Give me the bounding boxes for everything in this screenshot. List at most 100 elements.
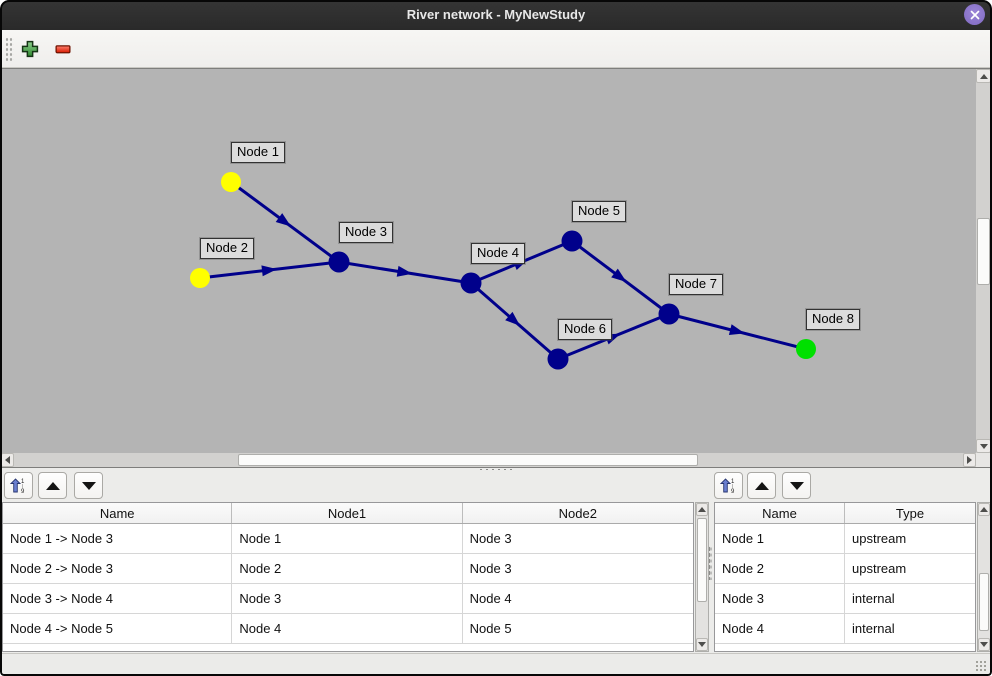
node-label[interactable]: Node 1	[231, 142, 285, 163]
scrollbar-thumb[interactable]	[697, 518, 707, 602]
network-diagram	[190, 172, 816, 370]
scroll-right-button[interactable]	[963, 453, 976, 467]
table-cell[interactable]: internal	[852, 621, 895, 636]
network-edge[interactable]	[338, 260, 472, 285]
scroll-down-button[interactable]	[696, 638, 708, 651]
sort-ascending-icon: 1 9	[10, 478, 25, 494]
network-node[interactable]	[547, 348, 569, 370]
network-node[interactable]	[190, 268, 210, 288]
network-node[interactable]	[561, 230, 583, 252]
column-header-node2[interactable]: Node2	[558, 505, 597, 521]
scroll-down-button[interactable]	[976, 439, 991, 453]
network-node[interactable]	[658, 303, 680, 325]
table-cell[interactable]: Node 2 -> Node 3	[3, 554, 233, 583]
table-cell[interactable]: Node 1 -> Node 3	[3, 524, 233, 553]
scroll-down-button[interactable]	[978, 638, 990, 651]
canvas-vertical-scrollbar[interactable]	[976, 69, 991, 453]
table-row[interactable]: Node 2 upstream	[715, 554, 975, 584]
table-row[interactable]: Node 3 internal	[715, 584, 975, 614]
main-toolbar	[0, 30, 992, 68]
table-cell[interactable]: upstream	[852, 561, 907, 576]
table-cell[interactable]: Node 5	[469, 621, 512, 636]
table-cell[interactable]: internal	[852, 591, 895, 606]
column-header-type[interactable]: Type	[895, 505, 925, 521]
network-edge[interactable]	[668, 312, 807, 351]
table-cell[interactable]: Node 3	[232, 584, 463, 613]
nodes-table-scrollbar[interactable]	[977, 502, 991, 652]
scrollbar-corner	[976, 453, 991, 467]
nodes-move-down-button[interactable]	[782, 472, 811, 499]
network-node[interactable]	[796, 339, 816, 359]
nodes-move-up-button[interactable]	[747, 472, 776, 499]
table-cell[interactable]: Node 1	[232, 524, 463, 553]
edges-move-down-button[interactable]	[74, 472, 103, 499]
node-label[interactable]: Node 4	[471, 243, 525, 264]
toolbar-drag-handle[interactable]	[5, 37, 14, 62]
scroll-up-button[interactable]	[978, 503, 990, 516]
column-header-name[interactable]: Name	[715, 503, 845, 523]
table-cell[interactable]: Node 3	[715, 584, 845, 613]
edges-move-up-button[interactable]	[38, 472, 67, 499]
table-cell[interactable]: Node 2	[715, 554, 845, 583]
table-row[interactable]: Node 1 upstream	[715, 524, 975, 554]
node-label[interactable]: Node 7	[669, 274, 723, 295]
table-cell[interactable]: Node 1	[715, 524, 845, 553]
canvas-table-splitter[interactable]	[478, 468, 514, 472]
scroll-up-button[interactable]	[976, 69, 991, 83]
table-cell[interactable]: Node 3	[469, 531, 512, 546]
close-icon	[970, 10, 979, 19]
node-label[interactable]: Node 8	[806, 309, 860, 330]
edge-arrowhead-icon	[396, 265, 413, 277]
table-cell[interactable]: Node 3	[469, 561, 512, 576]
node-label[interactable]: Node 3	[339, 222, 393, 243]
column-header-name[interactable]: Name	[3, 503, 233, 523]
table-cell[interactable]: Node 4	[715, 614, 845, 643]
scroll-up-button[interactable]	[696, 503, 708, 516]
close-button[interactable]	[964, 4, 985, 25]
column-header-node1[interactable]: Node1	[232, 503, 463, 523]
vertical-scrollbar-thumb[interactable]	[977, 218, 990, 285]
network-edge[interactable]	[470, 281, 559, 361]
table-cell[interactable]: Node 4 -> Node 5	[3, 614, 233, 643]
horizontal-scrollbar-thumb[interactable]	[238, 454, 698, 466]
table-cell[interactable]: upstream	[852, 531, 907, 546]
network-edge[interactable]	[199, 260, 340, 280]
network-node[interactable]	[221, 172, 241, 192]
canvas-horizontal-scrollbar[interactable]	[1, 453, 976, 467]
table-cell[interactable]: Node 3 -> Node 4	[3, 584, 233, 613]
table-header-row: Name Type	[715, 503, 975, 524]
scrollbar-thumb[interactable]	[979, 573, 989, 631]
edge-arrowhead-icon	[611, 268, 627, 282]
scroll-left-button[interactable]	[1, 453, 14, 467]
table-splitter[interactable]	[708, 546, 712, 580]
edges-table-scrollbar[interactable]	[695, 502, 709, 652]
nodes-sort-button[interactable]: 1 9	[714, 472, 743, 499]
network-edge[interactable]	[230, 180, 340, 264]
add-button[interactable]	[17, 36, 43, 62]
network-node[interactable]	[328, 251, 350, 273]
node-label[interactable]: Node 6	[558, 319, 612, 340]
network-canvas[interactable]: Node 1 Node 2 Node 3 Node 4 Node 5 Node 6 Node…	[0, 68, 992, 468]
node-labels-layer: Node 1 Node 2 Node 3 Node 4 Node 5 Node 6 Node…	[1, 69, 976, 453]
table-cell[interactable]: Node 4	[469, 591, 512, 606]
edge-arrowhead-icon	[505, 311, 521, 326]
remove-button[interactable]	[50, 36, 76, 62]
network-edge[interactable]	[571, 239, 670, 316]
network-node[interactable]	[460, 272, 482, 294]
table-cell[interactable]: Node 4	[232, 614, 463, 643]
empty-row	[715, 644, 975, 651]
table-row[interactable]: Node 4 internal	[715, 614, 975, 644]
edges-sort-button[interactable]: 1 9	[4, 472, 33, 499]
table-cell[interactable]: Node 2	[232, 554, 463, 583]
resize-grip[interactable]	[975, 660, 988, 671]
node-label[interactable]: Node 2	[200, 238, 254, 259]
node-label[interactable]: Node 5	[572, 201, 626, 222]
